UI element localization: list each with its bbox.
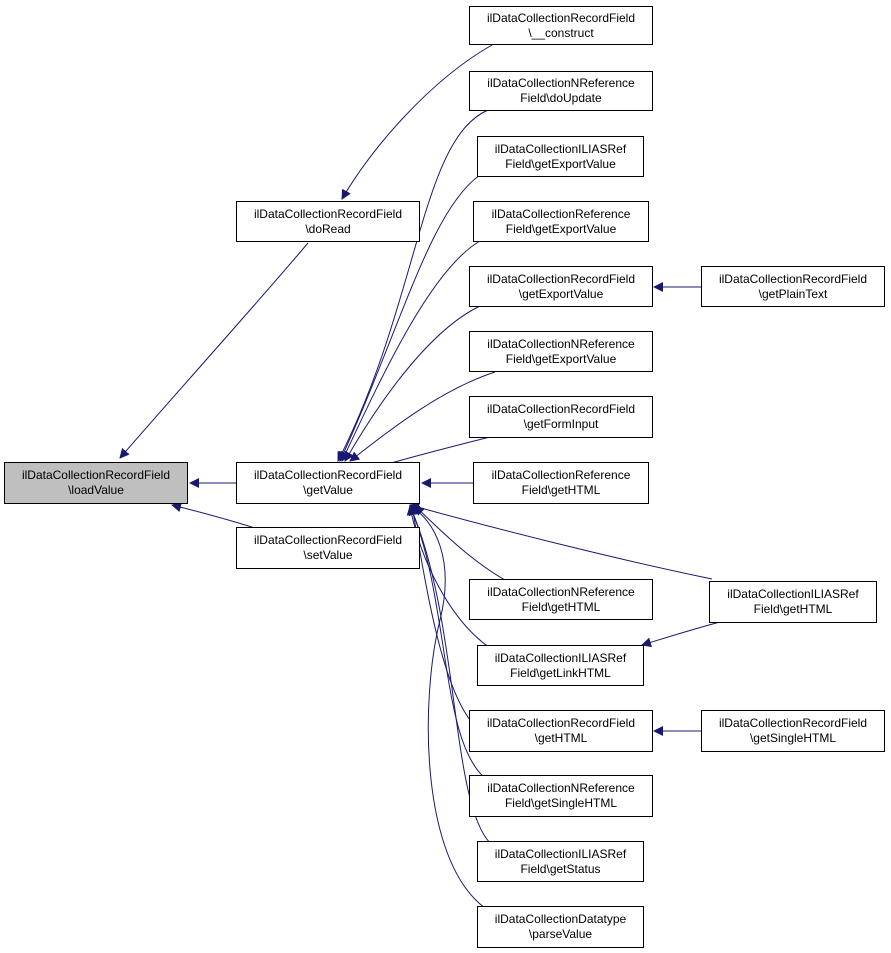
node-label-line2: Field\getLinkHTML	[510, 665, 611, 680]
node-label-line1: ilDataCollectionILIASRef	[494, 650, 627, 665]
node-label-line1: ilDataCollectionILIASRef	[494, 141, 627, 156]
edge-rec-html-getValue	[408, 505, 471, 721]
node-label-line1: ilDataCollectionILIASRef	[727, 587, 859, 601]
node-nref-doUpdate[interactable]: ilDataCollectionNReference Field\doUpdat…	[469, 71, 653, 111]
node-label-line2: Field\getExportValue	[505, 156, 616, 171]
node-label-line2: \getFormInput	[523, 417, 599, 431]
node-ilias-export[interactable]: ilDataCollectionILIASRef Field\getExport…	[477, 136, 644, 177]
node-ilias-html[interactable]: ilDataCollectionILIASRef Field\getHTML	[709, 581, 877, 623]
node-label-line2: Field\getSingleHTML	[504, 796, 618, 810]
node-nref-singlehtml[interactable]: ilDataCollectionNReference Field\getSing…	[469, 775, 653, 817]
node-label-line1: ilDataCollectionRecordField	[486, 402, 636, 416]
node-label-line2: \loadValue	[68, 483, 124, 497]
edge-nref-html-getValue	[414, 505, 506, 581]
node-label-line2: Field\getHTML	[753, 602, 833, 616]
edge-nref-export-getValue	[349, 371, 496, 462]
node-label-line1: ilDataCollectionNReference	[487, 781, 635, 795]
node-label-line2: \doRead	[305, 221, 351, 236]
node-rec-singlehtml[interactable]: ilDataCollectionRecordField \getSingleHT…	[701, 710, 885, 752]
node-label-line2: \getSingleHTML	[749, 731, 837, 745]
node-label-line2: Field\doUpdate	[520, 91, 602, 105]
edge-rec-export-getValue	[344, 305, 481, 462]
node-label-line2: Field\getExportValue	[505, 221, 617, 236]
node-label-line2: Field\getStatus	[520, 861, 601, 876]
node-ref-export[interactable]: ilDataCollectionReference Field\getExpor…	[473, 201, 649, 242]
node-label-line2: \getExportValue	[518, 286, 604, 301]
node-label-line2: Field\getExportValue	[505, 351, 617, 366]
node-rec-export[interactable]: ilDataCollectionRecordField \getExportVa…	[469, 266, 653, 307]
node-label-line2: Field\getHTML	[521, 483, 601, 497]
node-label-line1: ilDataCollectionILIASRef	[494, 846, 627, 861]
node-ilias-status[interactable]: ilDataCollectionILIASRef Field\getStatus	[477, 841, 644, 882]
node-label-line1: ilDataCollectionRecordField	[718, 271, 868, 286]
node-label-line1: ilDataCollectionRecordField	[253, 206, 403, 221]
edge-ilias-html-linkhtml	[641, 621, 721, 648]
node-rec-forminput[interactable]: ilDataCollectionRecordField \getFormInpu…	[469, 396, 653, 438]
node-label-line2: \getHTML	[534, 731, 588, 745]
edge-ilias-html-getValue	[409, 502, 713, 580]
node-label-line1: ilDataCollectionRecordField	[253, 533, 403, 547]
node-ilias-linkhtml[interactable]: ilDataCollectionILIASRef Field\getLinkHT…	[477, 645, 644, 686]
edge-ilias-export-getValue	[339, 174, 481, 462]
node-getValue[interactable]: ilDataCollectionRecordField \getValue	[236, 462, 420, 504]
node-label-line1: ilDataCollectionRecordField	[486, 716, 636, 730]
node-doRead[interactable]: ilDataCollectionRecordField \doRead	[236, 201, 420, 242]
node-nref-html[interactable]: ilDataCollectionNReference Field\getHTML	[469, 579, 653, 620]
node-label-line1: ilDataCollectionNReference	[487, 584, 635, 599]
node-label-line1: ilDataCollectionRecordField	[253, 468, 403, 482]
edge-linkhtml-getValue	[406, 505, 491, 649]
edge-nref-singlehtml-getValue	[408, 505, 486, 779]
edge-construct-doRead	[341, 44, 493, 200]
node-setValue[interactable]: ilDataCollectionRecordField \setValue	[236, 527, 420, 569]
node-label-line2: Field\getHTML	[521, 599, 601, 614]
node-label-line1: ilDataCollectionDatatype	[494, 912, 627, 926]
node-label-line1: ilDataCollectionNReference	[487, 336, 635, 351]
node-rec-html[interactable]: ilDataCollectionRecordField \getHTML	[469, 710, 653, 752]
node-loadValue: ilDataCollectionRecordField \loadValue	[4, 462, 188, 504]
node-label-line2: \setValue	[303, 548, 353, 562]
edge-ref-export-getValue	[341, 240, 481, 462]
edge-status-getValue	[409, 505, 491, 844]
edge-doRead-loadValue	[119, 242, 309, 459]
node-label-line1: ilDataCollectionRecordField	[21, 468, 171, 482]
node-dt-parse[interactable]: ilDataCollectionDatatype \parseValue	[477, 906, 644, 948]
node-label-line1: ilDataCollectionReference	[491, 206, 631, 221]
node-ref-html[interactable]: ilDataCollectionReference Field\getHTML	[473, 462, 649, 504]
node-nref-export[interactable]: ilDataCollectionNReference Field\getExpo…	[469, 331, 653, 372]
node-label-line1: ilDataCollectionReference	[491, 468, 631, 482]
node-label-line1: ilDataCollectionRecordField	[718, 716, 868, 730]
node-label-line2: \getValue	[303, 483, 353, 497]
node-label-line2: \parseValue	[528, 927, 593, 941]
node-label-line1: ilDataCollectionRecordField	[486, 10, 636, 25]
node-label-line1: ilDataCollectionNReference	[487, 76, 635, 90]
node-label-line2: \getPlainText	[758, 286, 828, 301]
edge-setValue-loadValue	[171, 502, 259, 530]
node-construct[interactable]: ilDataCollectionRecordField \__construct	[469, 6, 653, 45]
node-label-line1: ilDataCollectionRecordField	[486, 271, 636, 286]
node-label-line2: \__construct	[528, 25, 594, 40]
edge-parse-getValue	[409, 505, 486, 909]
node-rec-plaintext[interactable]: ilDataCollectionRecordField \getPlainTex…	[701, 266, 885, 307]
